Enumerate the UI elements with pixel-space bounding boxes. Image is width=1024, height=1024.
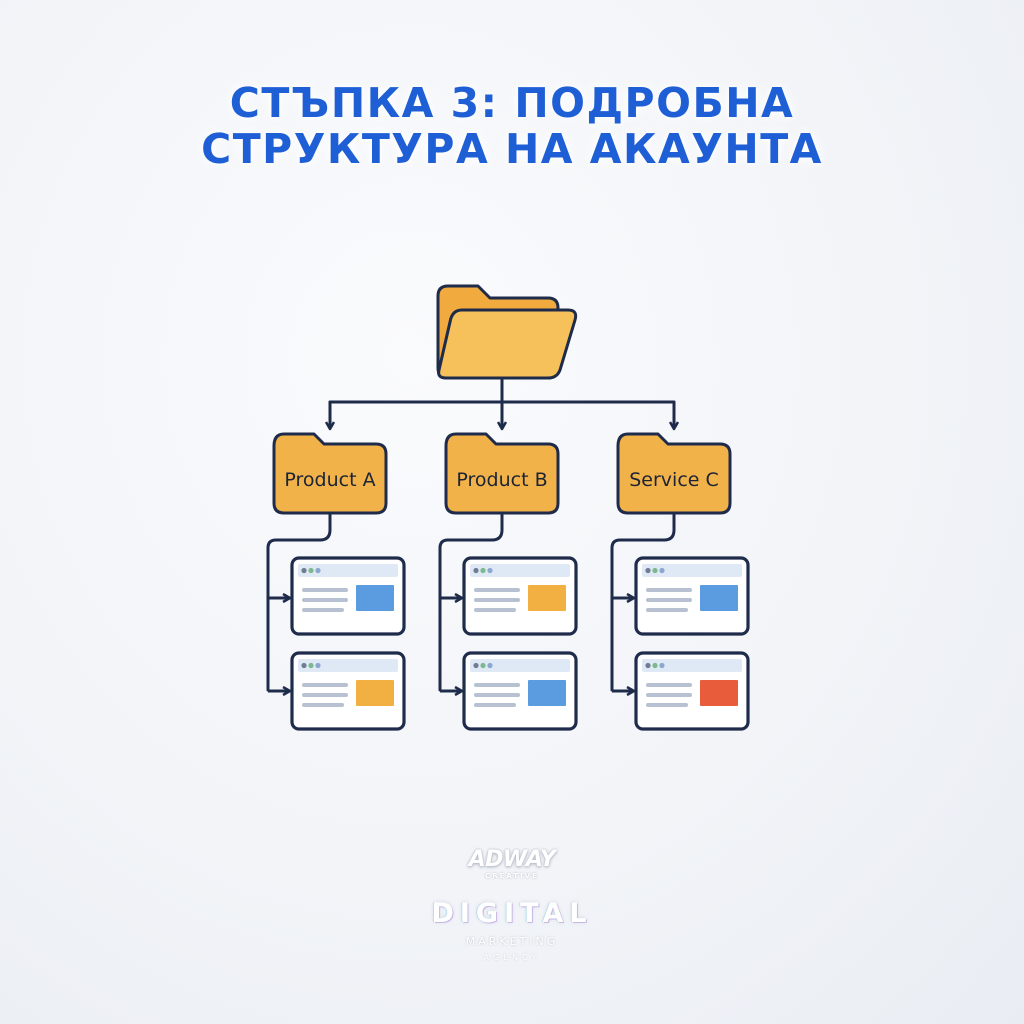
text-line-placeholder	[474, 693, 520, 697]
ad-card-header	[470, 564, 570, 577]
window-dot-icon	[480, 662, 486, 669]
text-line-placeholder	[474, 703, 516, 707]
title-line-2: СТРУКТУРА НА АКАУНТА	[201, 125, 823, 173]
image-placeholder	[356, 680, 394, 706]
window-dot-icon	[659, 662, 665, 669]
text-line-placeholder	[302, 608, 344, 612]
ad-card-header	[470, 659, 570, 672]
category-2: Product B	[438, 432, 578, 731]
window-dot-icon	[652, 567, 658, 574]
window-dot-icon	[308, 662, 314, 669]
ad-card	[268, 651, 406, 731]
text-line-placeholder	[474, 588, 520, 592]
folder-open-icon	[436, 284, 578, 380]
text-line-placeholder	[646, 703, 688, 707]
image-placeholder	[700, 680, 738, 706]
ad-card	[268, 556, 406, 636]
window-dot-icon	[480, 567, 486, 574]
text-line-placeholder	[474, 608, 516, 612]
category-label: Product A	[284, 469, 375, 491]
text-line-placeholder	[646, 598, 692, 602]
brand-line-3: AGENCY	[483, 953, 541, 962]
title-line-1: СТЪПКА 3: ПОДРОБНА	[229, 79, 795, 127]
ad-card	[440, 556, 578, 636]
window-dot-icon	[487, 662, 493, 669]
ad-card-header	[642, 659, 742, 672]
category-columns: Product A Product B Service C	[266, 432, 750, 731]
window-dot-icon	[301, 662, 307, 669]
page-title: СТЪПКА 3: ПОДРОБНА СТРУКТУРА НА АКАУНТА	[0, 80, 1024, 172]
text-line-placeholder	[646, 683, 692, 687]
category-3: Service C	[610, 432, 750, 731]
window-dot-icon	[652, 662, 658, 669]
image-placeholder	[356, 585, 394, 611]
connector-line	[266, 511, 332, 692]
window-dot-icon	[315, 662, 321, 669]
text-line-placeholder	[302, 588, 348, 592]
text-line-placeholder	[302, 683, 348, 687]
ad-card	[612, 556, 750, 636]
image-placeholder	[528, 585, 566, 611]
brand-logo-sub: CREATIVE	[485, 872, 539, 880]
brand-name: DIGITAL	[431, 898, 593, 929]
window-dot-icon	[473, 662, 479, 669]
ad-card-header	[298, 564, 398, 577]
window-dot-icon	[315, 567, 321, 574]
window-dot-icon	[645, 662, 651, 669]
window-dot-icon	[301, 567, 307, 574]
category-1: Product A	[266, 432, 406, 731]
text-line-placeholder	[646, 588, 692, 592]
window-dot-icon	[645, 567, 651, 574]
category-label: Product B	[456, 469, 547, 491]
image-placeholder	[528, 680, 566, 706]
category-label: Service C	[629, 469, 719, 491]
window-dot-icon	[308, 567, 314, 574]
text-line-placeholder	[646, 608, 688, 612]
window-dot-icon	[659, 567, 665, 574]
ad-card-header	[642, 564, 742, 577]
connector-line	[610, 511, 676, 692]
text-line-placeholder	[474, 683, 520, 687]
text-line-placeholder	[302, 598, 348, 602]
text-line-placeholder	[302, 703, 344, 707]
image-placeholder	[700, 585, 738, 611]
ad-card-header	[298, 659, 398, 672]
folder-icon	[272, 432, 388, 515]
folder-icon	[616, 432, 732, 515]
text-line-placeholder	[474, 598, 520, 602]
brand-line-2: MARKETING	[465, 935, 559, 948]
root-connectors	[330, 378, 674, 428]
window-dot-icon	[473, 567, 479, 574]
window-dot-icon	[487, 567, 493, 574]
connector-line	[438, 511, 504, 692]
folder-icon	[444, 432, 560, 515]
brand-logo: ADWAY	[468, 847, 556, 872]
text-line-placeholder	[302, 693, 348, 697]
ad-card	[440, 651, 578, 731]
text-line-placeholder	[646, 693, 692, 697]
ad-card	[612, 651, 750, 731]
